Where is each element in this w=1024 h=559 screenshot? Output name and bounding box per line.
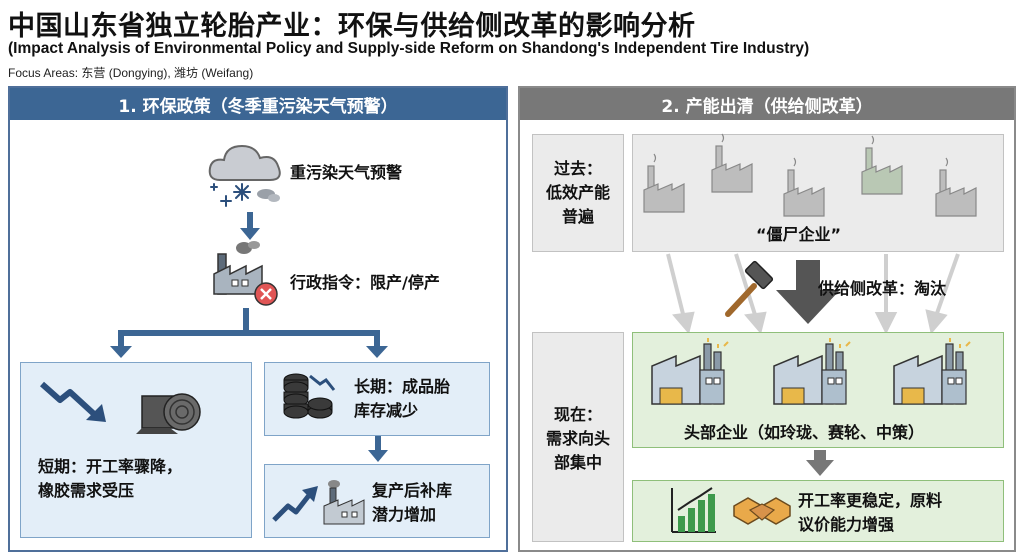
rubber-roll-icon xyxy=(136,393,201,434)
pollution-alert-label: 重污染天气预警 xyxy=(290,163,403,182)
restock-label-line2: 潜力增加 xyxy=(372,505,437,524)
handshake-icon xyxy=(733,497,791,525)
outcome-arrow-icon xyxy=(806,450,834,476)
capacity-clearance-header: 2. 产能出清（供给侧改革） xyxy=(520,88,1014,120)
now-state-box xyxy=(532,332,624,542)
flow-arrow-down-icon-2 xyxy=(368,436,388,462)
past-label-line3: 普遍 xyxy=(561,207,594,226)
capacity-clearance-panel: 2. 产能出清（供给侧改革） 过去： 低效产能 普遍 “僵尸企业” 供给侧改革：… xyxy=(518,86,1016,552)
past-state-box xyxy=(532,134,624,252)
short-term-label-line1: 短期：开工率骤降， xyxy=(38,457,183,476)
environmental-policy-header: 1. 环保政策（冬季重污染天气预警） xyxy=(10,88,506,120)
page-subtitle: (Impact Analysis of Environmental Policy… xyxy=(8,40,810,57)
short-term-impact-box xyxy=(20,362,252,538)
supply-reform-label: 供给侧改革：淘汰 xyxy=(818,279,947,298)
bar-chart-icon xyxy=(671,487,716,533)
zombie-factory-icon xyxy=(643,133,977,217)
factory-icon xyxy=(323,480,365,525)
environmental-policy-panel: 1. 环保政策（冬季重污染天气预警） 重污染天气预警 行政指令：限产/停产 xyxy=(8,86,508,552)
past-label-line2: 低效产能 xyxy=(545,183,610,202)
restock-label-line1: 复产后补库 xyxy=(372,481,453,500)
modern-factory-icon xyxy=(651,338,971,405)
up-trend-arrow-icon xyxy=(272,486,318,522)
page-title: 中国山东省独立轮胎产业：环保与供给侧改革的影响分析 xyxy=(8,11,696,42)
now-label-line1: 现在： xyxy=(553,405,602,424)
snow-cloud-icon xyxy=(208,144,281,207)
flow-arrow-down-icon xyxy=(240,212,260,240)
branch-connector xyxy=(110,308,388,358)
administrative-directive-label: 行政指令：限产/停产 xyxy=(290,273,440,292)
leading-factories-row xyxy=(651,338,971,405)
now-label-line3: 部集中 xyxy=(553,453,602,472)
long-term-label-line1: 长期：成品胎 xyxy=(354,377,451,396)
short-term-label-line2: 橡胶需求受压 xyxy=(38,481,135,500)
zombie-enterprises-label: “僵尸企业” xyxy=(756,225,842,244)
focus-areas: Focus Areas: 东营 (Dongying), 潍坊 (Weifang) xyxy=(8,66,254,80)
hammer-icon xyxy=(725,260,774,317)
outcome-label-line2: 议价能力增强 xyxy=(798,515,895,534)
long-term-label-line2: 库存减少 xyxy=(354,401,419,420)
zombie-factories-row xyxy=(643,133,977,217)
down-trend-arrow-icon xyxy=(40,381,106,422)
big-down-arrow-icon xyxy=(776,260,840,324)
past-label-line1: 过去： xyxy=(553,159,602,178)
transition-arrows xyxy=(666,253,960,335)
now-label-line2: 需求向头 xyxy=(545,429,610,448)
factory-stop-icon xyxy=(213,241,278,306)
outcome-label-line1: 开工率更稳定，原料 xyxy=(798,491,943,510)
leading-enterprises-label: 头部企业（如玲珑、赛轮、中策） xyxy=(684,423,925,442)
tire-stack-icon xyxy=(283,373,336,419)
